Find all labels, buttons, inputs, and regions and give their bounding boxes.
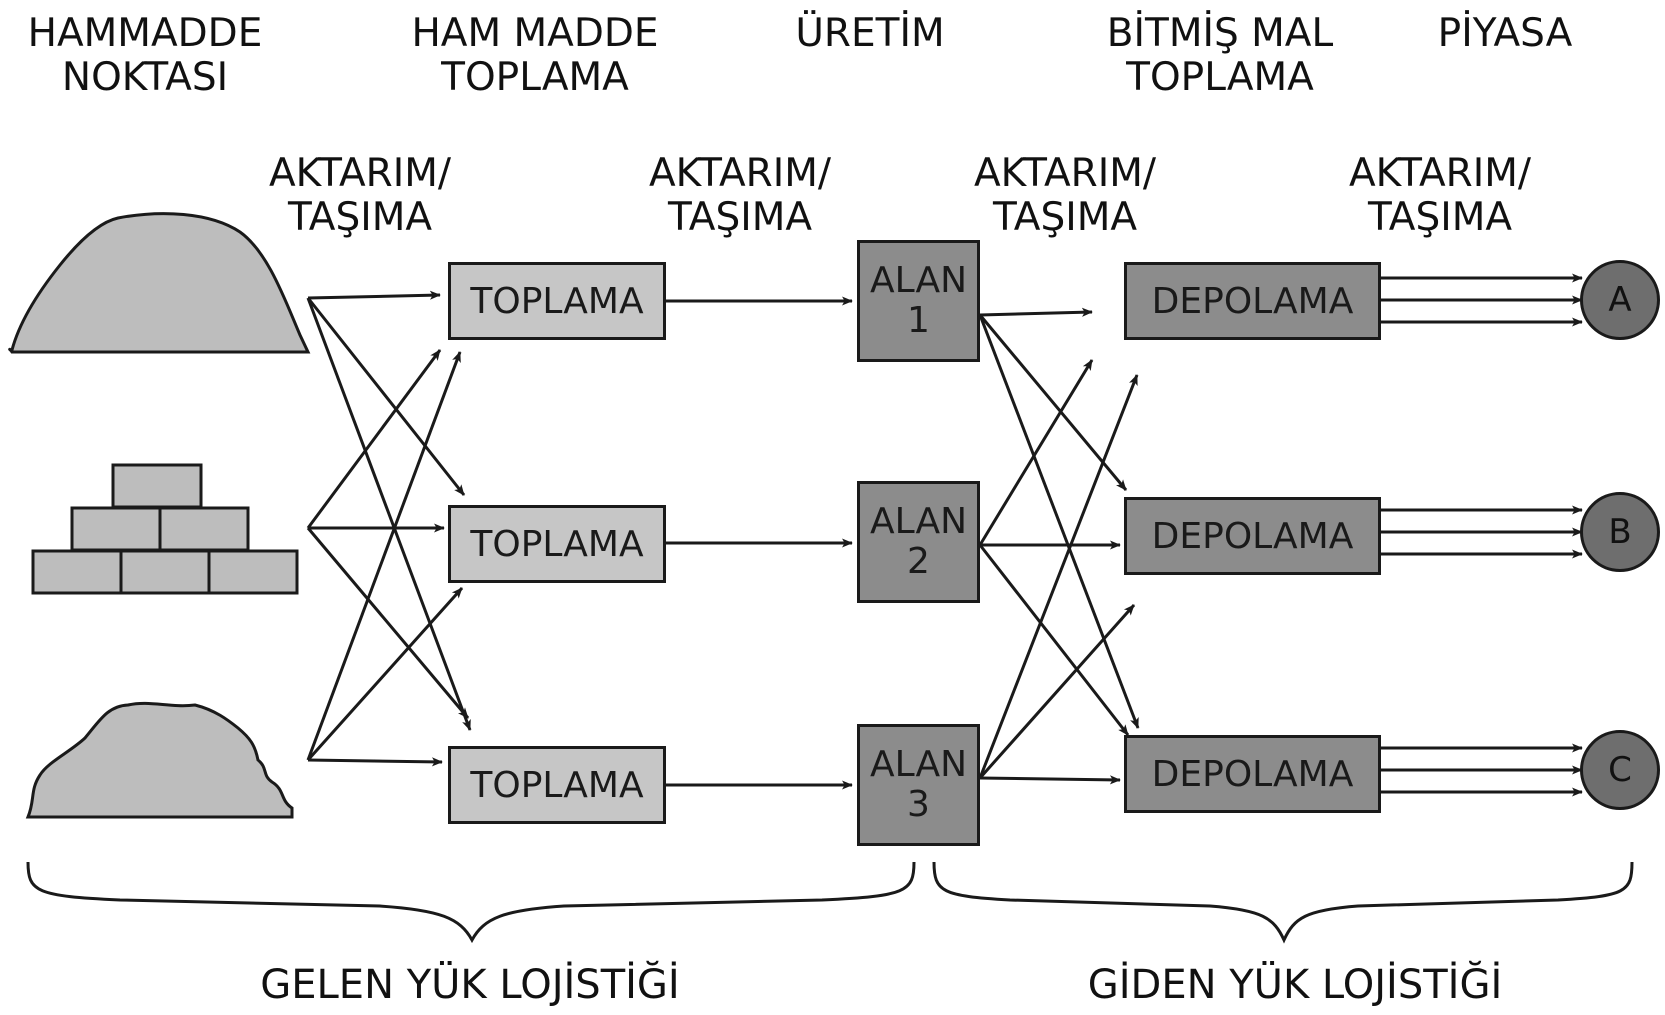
header-raw-collection-line2: TOPLAMA <box>441 55 629 100</box>
transfer-label-4: AKTARIM/ TAŞIMA <box>1330 152 1550 240</box>
production-site-3-title: ALAN <box>869 744 968 785</box>
transfer-label-3: AKTARIM/ TAŞIMA <box>955 152 1175 240</box>
transfer-label-2: AKTARIM/ TAŞIMA <box>630 152 850 240</box>
transfer-label-1: AKTARIM/ TAŞIMA <box>250 152 470 240</box>
inbound-brace <box>26 861 916 944</box>
market-a: A <box>1580 260 1660 340</box>
storage-box-1: DEPOLAMA <box>1124 262 1381 340</box>
outbound-logistics-label: GİDEN YÜK LOJİSTİĞİ <box>1075 962 1515 1008</box>
transfer-label-4-line1: AKTARIM/ <box>1348 151 1532 196</box>
collection-box-1-label: TOPLAMA <box>470 280 644 322</box>
transfer-label-3-line1: AKTARIM/ <box>973 151 1157 196</box>
transfer-label-1-line1: AKTARIM/ <box>268 151 452 196</box>
header-raw-point-line1: HAMMADDE <box>27 11 263 56</box>
transfer-label-2-line1: AKTARIM/ <box>648 151 832 196</box>
raw-material-bricks-icon <box>31 463 299 595</box>
outbound-brace <box>932 861 1634 944</box>
header-production-text: ÜRETİM <box>795 11 945 56</box>
transfer-label-3-line2: TAŞIMA <box>992 195 1138 240</box>
storage-to-market-arrows <box>1380 273 1583 797</box>
storage-box-3-label: DEPOLAMA <box>1151 753 1354 795</box>
raw-material-pile-icon <box>25 701 294 819</box>
production-site-3-number: 3 <box>907 784 930 825</box>
header-finished-goods-collection: BİTMİŞ MAL TOPLAMA <box>1090 12 1350 100</box>
collection-box-3: TOPLAMA <box>448 746 666 824</box>
header-market-text: PİYASA <box>1437 11 1573 56</box>
storage-box-2-label: DEPOLAMA <box>1151 515 1354 557</box>
transfer-label-2-line2: TAŞIMA <box>667 195 813 240</box>
market-b: B <box>1580 492 1660 572</box>
header-market: PİYASA <box>1410 12 1600 56</box>
production-site-1: ALAN 1 <box>857 240 980 362</box>
inbound-transport-arrows <box>306 290 472 767</box>
production-site-2-title: ALAN <box>869 501 968 542</box>
collection-box-1: TOPLAMA <box>448 262 666 340</box>
production-site-3: ALAN 3 <box>857 724 980 846</box>
storage-box-2: DEPOLAMA <box>1124 497 1381 575</box>
market-b-label: B <box>1608 512 1632 552</box>
production-site-1-title: ALAN <box>869 260 968 301</box>
collection-box-2: TOPLAMA <box>448 505 666 583</box>
production-site-2-number: 2 <box>907 541 930 582</box>
header-finished-line1: BİTMİŞ MAL <box>1106 11 1334 56</box>
inbound-logistics-text: GELEN YÜK LOJİSTİĞİ <box>260 962 680 1008</box>
header-raw-point-line2: NOKTASI <box>61 55 229 100</box>
outbound-transport-arrows <box>978 307 1140 785</box>
production-site-2: ALAN 2 <box>857 481 980 603</box>
transfer-label-4-line2: TAŞIMA <box>1367 195 1513 240</box>
outbound-logistics-text: GİDEN YÜK LOJİSTİĞİ <box>1087 962 1503 1008</box>
header-raw-material-point: HAMMADDE NOKTASI <box>20 12 270 100</box>
header-finished-line2: TOPLAMA <box>1126 55 1314 100</box>
raw-material-mound-icon <box>8 212 311 354</box>
storage-box-3: DEPOLAMA <box>1124 735 1381 813</box>
inbound-logistics-label: GELEN YÜK LOJİSTİĞİ <box>250 962 690 1008</box>
header-raw-collection-line1: HAM MADDE <box>411 11 659 56</box>
header-production: ÜRETİM <box>760 12 980 56</box>
collection-box-2-label: TOPLAMA <box>470 523 644 565</box>
market-a-label: A <box>1608 280 1632 320</box>
market-c-label: C <box>1608 750 1632 790</box>
production-site-1-number: 1 <box>907 300 930 341</box>
transfer-label-1-line2: TAŞIMA <box>287 195 433 240</box>
collection-to-production-arrows <box>666 296 853 790</box>
market-c: C <box>1580 730 1660 810</box>
collection-box-3-label: TOPLAMA <box>470 764 644 806</box>
storage-box-1-label: DEPOLAMA <box>1151 280 1354 322</box>
header-raw-material-collection: HAM MADDE TOPLAMA <box>395 12 675 100</box>
